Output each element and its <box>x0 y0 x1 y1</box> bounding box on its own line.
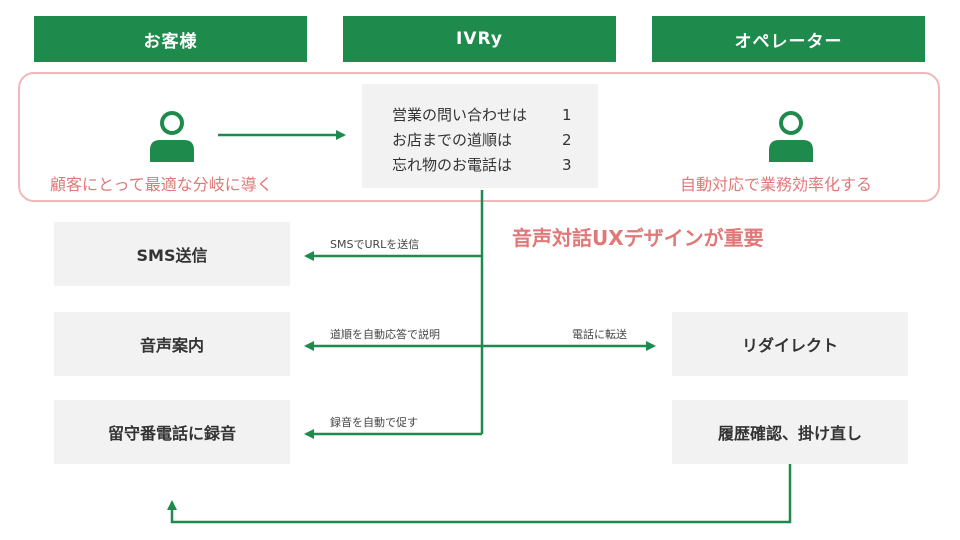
label-sms: SMSでURLを送信 <box>330 238 420 251</box>
menu-item-number: 1 <box>562 105 572 124</box>
header-ivry: IVRy <box>343 16 616 62</box>
ivr-menu: 営業の問い合わせは 1 お店までの道順は 2 忘れ物のお電話は 3 <box>362 84 598 188</box>
menu-item-text: お店までの道順は <box>392 131 513 149</box>
menu-item-text: 忘れ物のお電話は <box>392 156 513 174</box>
menu-item-number: 3 <box>562 155 572 174</box>
arrow-callback <box>167 464 792 524</box>
customer-note: 顧客にとって最適な分岐に導く <box>50 175 273 194</box>
highlight-band <box>18 72 940 202</box>
menu-row: お店までの道順は 2 <box>392 127 598 152</box>
label-record: 録音を自動で促す <box>330 416 418 429</box>
header-customer: お客様 <box>34 16 307 62</box>
header-operator: オペレーター <box>652 16 925 62</box>
menu-row: 忘れ物のお電話は 3 <box>392 152 598 177</box>
menu-row: 営業の問い合わせは 1 <box>392 102 598 127</box>
menu-item-number: 2 <box>562 130 572 149</box>
operator-note: 自動対応で業務効率化する <box>680 175 873 194</box>
label-transfer: 電話に転送 <box>572 328 627 341</box>
redirect-box: リダイレクト <box>672 312 908 376</box>
ux-note: 音声対話UXデザインが重要 <box>512 226 764 250</box>
menu-item-text: 営業の問い合わせは <box>392 106 528 124</box>
operator-person-icon <box>769 111 813 162</box>
voice-guide-box: 音声案内 <box>54 312 290 376</box>
label-directions: 道順を自動応答で説明 <box>330 328 440 341</box>
history-box: 履歴確認、掛け直し <box>672 400 908 464</box>
voicemail-box: 留守番電話に録音 <box>54 400 290 464</box>
sms-box: SMS送信 <box>54 222 290 286</box>
customer-person-icon <box>150 111 194 162</box>
